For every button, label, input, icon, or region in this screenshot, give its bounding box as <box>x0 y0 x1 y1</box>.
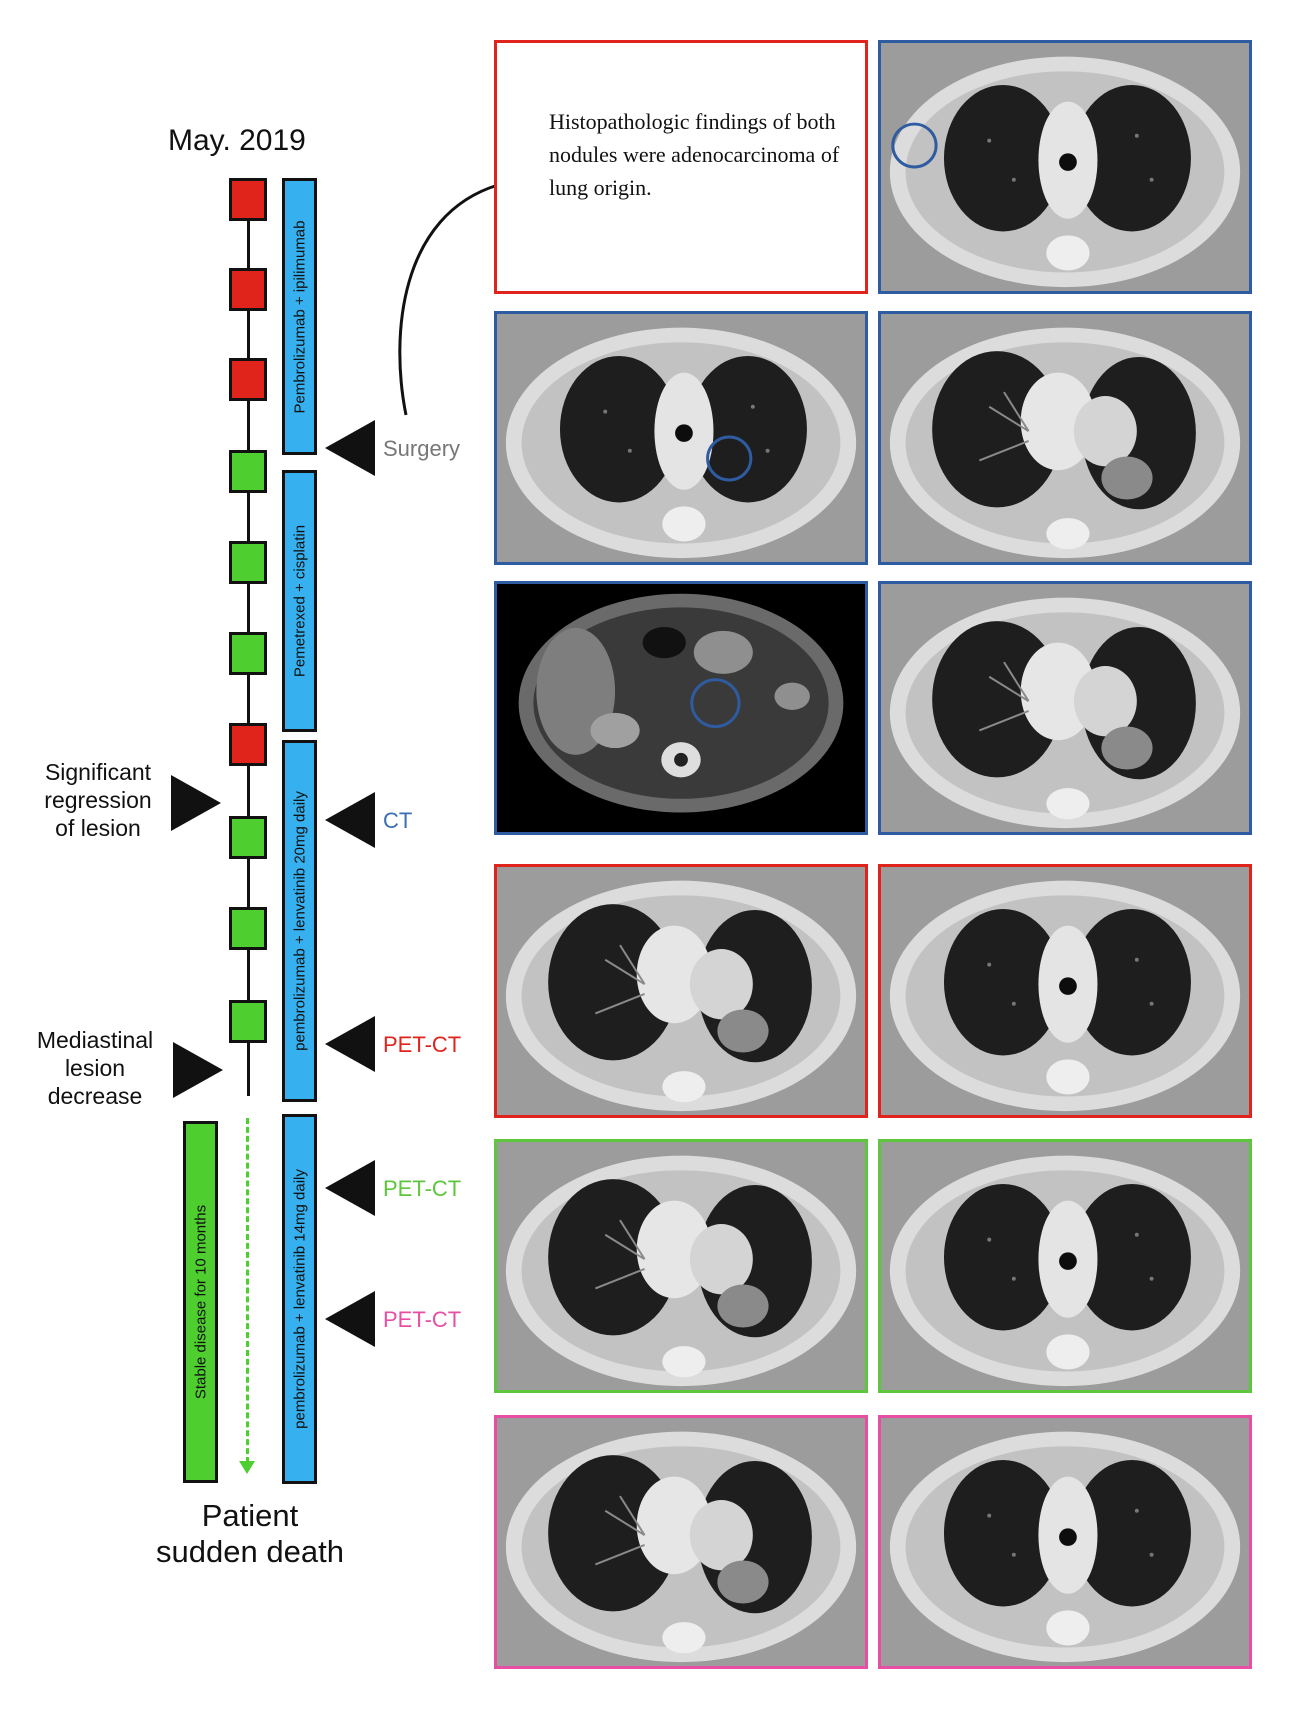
note-line: decrease <box>47 1083 143 1109</box>
event-label-text: PET-CT <box>383 1307 462 1332</box>
regimen-label: pembrolizumab + lenvatinib 20mg daily <box>291 791 308 1051</box>
treatment-cycle-9 <box>229 907 267 950</box>
pet-ct-scan-image-4 <box>878 1139 1252 1393</box>
regression-marker-icon <box>171 775 221 831</box>
note-line: of lesion <box>55 815 141 841</box>
treatment-cycle-8 <box>229 816 267 859</box>
pet-ct-marker-icon <box>325 1016 375 1072</box>
down-arrow-icon <box>239 1461 255 1474</box>
regimen-bar-3: pembrolizumab + lenvatinib 20mg daily <box>282 740 317 1102</box>
treatment-cycle-5 <box>229 541 267 584</box>
note-line: lesion <box>64 1055 126 1081</box>
event-label-pet-ct-2: PET-CT <box>383 1176 461 1202</box>
stable-disease-label: Stable disease for 10 months <box>192 1204 209 1400</box>
end-label-line: Patient <box>201 1498 299 1533</box>
treatment-cycle-10 <box>229 1000 267 1043</box>
treatment-cycle-4 <box>229 450 267 493</box>
ct-marker-icon <box>325 792 375 848</box>
event-label-text: Surgery <box>383 436 461 461</box>
regimen-bar-1: Pembrolizumab + ipilimumab <box>282 178 317 455</box>
regimen-label: Pemetrexed + cisplatin <box>291 524 308 678</box>
event-label-text: PET-CT <box>383 1032 462 1057</box>
treatment-cycle-6 <box>229 632 267 675</box>
ct-scan-image-1 <box>878 40 1252 294</box>
timeline-start-label: May. 2019 <box>168 124 306 157</box>
callout-connector <box>398 183 499 416</box>
event-label-ct: CT <box>383 808 412 834</box>
pet-ct-scan-image-5 <box>494 1415 868 1669</box>
ct-scan-image-3 <box>878 311 1252 565</box>
ct-scan-image-5 <box>878 581 1252 835</box>
callout-text: Histopathologic findings of both nodules… <box>549 109 840 200</box>
event-label-text: PET-CT <box>383 1176 462 1201</box>
surgery-marker-icon <box>325 420 375 476</box>
event-label-surgery: Surgery <box>383 436 460 462</box>
note-line: regression <box>44 787 152 813</box>
treatment-cycle-3 <box>229 358 267 401</box>
treatment-cycle-2 <box>229 268 267 311</box>
treatment-cycle-1 <box>229 178 267 221</box>
treatment-cycle-7 <box>229 723 267 766</box>
note-line: Mediastinal <box>36 1027 154 1053</box>
regimen-label: pembrolizumab + lenvatinib 14mg daily <box>291 1169 308 1429</box>
regimen-bar-2: Pemetrexed + cisplatin <box>282 470 317 732</box>
pet-ct-scan-image-1 <box>494 864 868 1118</box>
ct-scan-image-4 <box>494 581 868 835</box>
pet-ct-scan-image-6 <box>878 1415 1252 1669</box>
regimen-label: Pembrolizumab + ipilimumab <box>291 220 308 413</box>
mediastinal-marker-icon <box>173 1042 223 1098</box>
note-mediastinal: Mediastinal lesion decrease <box>10 1026 180 1110</box>
end-label-line: sudden death <box>156 1534 344 1569</box>
note-regression: Significant regression of lesion <box>13 758 183 842</box>
event-label-pet-ct-1: PET-CT <box>383 1032 461 1058</box>
survival-dashed-line <box>246 1118 249 1463</box>
timeline-end-label: Patient sudden death <box>140 1498 360 1570</box>
event-label-pet-ct-3: PET-CT <box>383 1307 461 1333</box>
ct-scan-image-2 <box>494 311 868 565</box>
note-line: Significant <box>44 759 152 785</box>
pathology-callout: Histopathologic findings of both nodules… <box>494 40 868 294</box>
regimen-bar-4: pembrolizumab + lenvatinib 14mg daily <box>282 1114 317 1484</box>
stable-disease-bar: Stable disease for 10 months <box>183 1121 218 1483</box>
event-label-text: CT <box>383 808 413 833</box>
pet-ct-scan-image-2 <box>878 864 1252 1118</box>
pet-ct-marker-icon <box>325 1160 375 1216</box>
pet-ct-scan-image-3 <box>494 1139 868 1393</box>
pet-ct-marker-icon <box>325 1291 375 1347</box>
